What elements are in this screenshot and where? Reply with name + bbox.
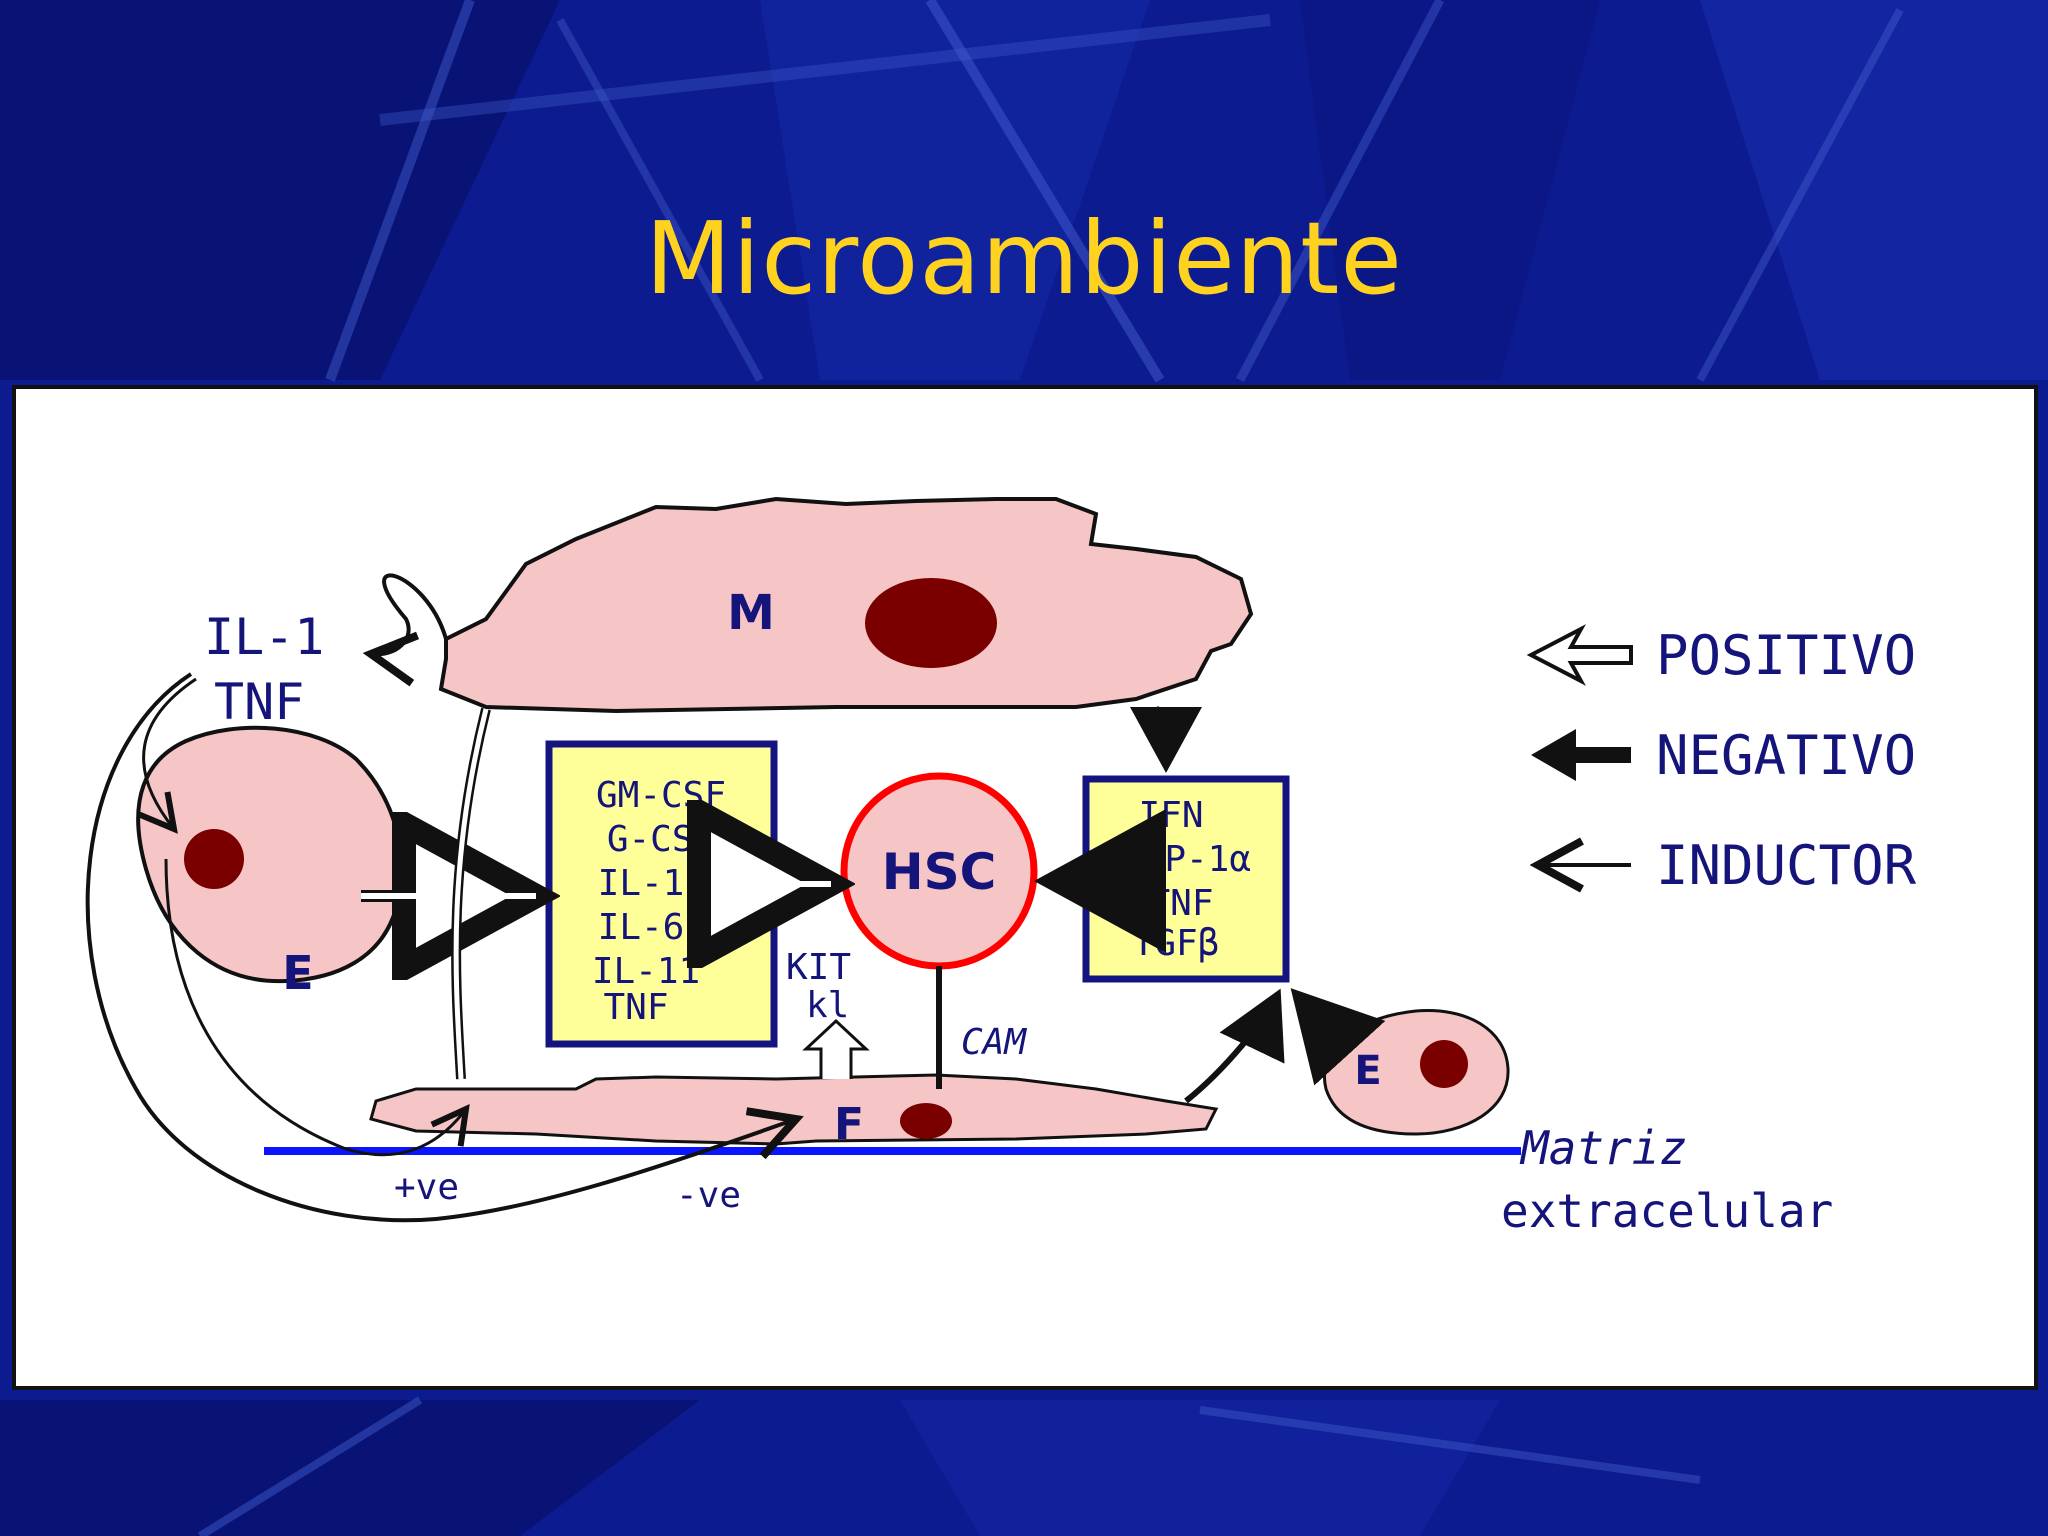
minus-ve-label: -ve	[676, 1175, 741, 1216]
legend-negative-label: NEGATIVO	[1656, 724, 1916, 787]
arrow-eright-to-negative	[1290, 988, 1386, 1086]
kit-label: KIT	[786, 947, 851, 988]
endothelial-cell-right	[1323, 1009, 1510, 1136]
il1-label: IL-1	[204, 608, 324, 666]
arrow-m-to-il1	[371, 573, 448, 654]
positive-item: TNF	[603, 987, 668, 1028]
legend: POSITIVO NEGATIVO INDUCTOR	[1526, 624, 1917, 897]
negative-item: IFN	[1138, 795, 1203, 836]
positive-item: G-CSF	[607, 819, 715, 860]
fibroblast-cell	[369, 1073, 1219, 1146]
negative-item: MIP-1α	[1121, 839, 1251, 880]
arrow-m-to-negative	[1130, 706, 1202, 773]
matrix-label-line2: extracelular	[1501, 1184, 1833, 1238]
legend-inductor-label: INDUCTOR	[1656, 834, 1917, 897]
macrophage-label: M	[727, 585, 775, 641]
microenvironment-diagram: M E F E HSC GM-CSF G-CSF IL-1 IL-6 IL-11…	[85, 496, 1917, 1238]
negative-item: TNF	[1148, 883, 1213, 924]
positive-item: IL-1	[598, 863, 685, 904]
hsc-label: HSC	[882, 843, 997, 901]
endothelial-left-label: E	[282, 946, 313, 1000]
arrow-f-to-negative	[1184, 988, 1285, 1104]
matrix-label-line1: Matriz	[1519, 1121, 1687, 1175]
kl-label: kl	[806, 985, 849, 1026]
fibroblast-nucleus	[900, 1103, 952, 1139]
negative-item: TGFβ	[1133, 923, 1220, 964]
diagram-panel: M E F E HSC GM-CSF G-CSF IL-1 IL-6 IL-11…	[12, 385, 2038, 1390]
kit-arrow	[802, 1018, 870, 1079]
positive-legend-arrow	[1526, 624, 1633, 686]
endothelial-right-nucleus	[1420, 1040, 1468, 1088]
arrow-il1-to-e	[144, 677, 197, 829]
endothelial-left-nucleus	[184, 829, 244, 889]
positive-item: IL-6	[598, 907, 685, 948]
legend-positive-label: POSITIVO	[1656, 624, 1916, 687]
endothelial-right-label: E	[1354, 1048, 1381, 1094]
tnf-label: TNF	[214, 673, 304, 731]
slide-title: Microambiente	[645, 200, 1403, 317]
cam-label: CAM	[961, 1022, 1027, 1063]
macrophage-nucleus	[865, 578, 997, 668]
inner-loop	[164, 858, 466, 1157]
endothelial-cell-left	[136, 725, 404, 984]
plus-ve-label: +ve	[394, 1167, 459, 1208]
fibroblast-label: F	[834, 1099, 864, 1150]
positive-item: GM-CSF	[596, 775, 726, 816]
macrophage-cell	[438, 496, 1254, 714]
negative-legend-arrow	[1531, 729, 1631, 781]
outer-loop	[85, 672, 796, 1223]
positive-item: IL-11	[592, 951, 700, 992]
